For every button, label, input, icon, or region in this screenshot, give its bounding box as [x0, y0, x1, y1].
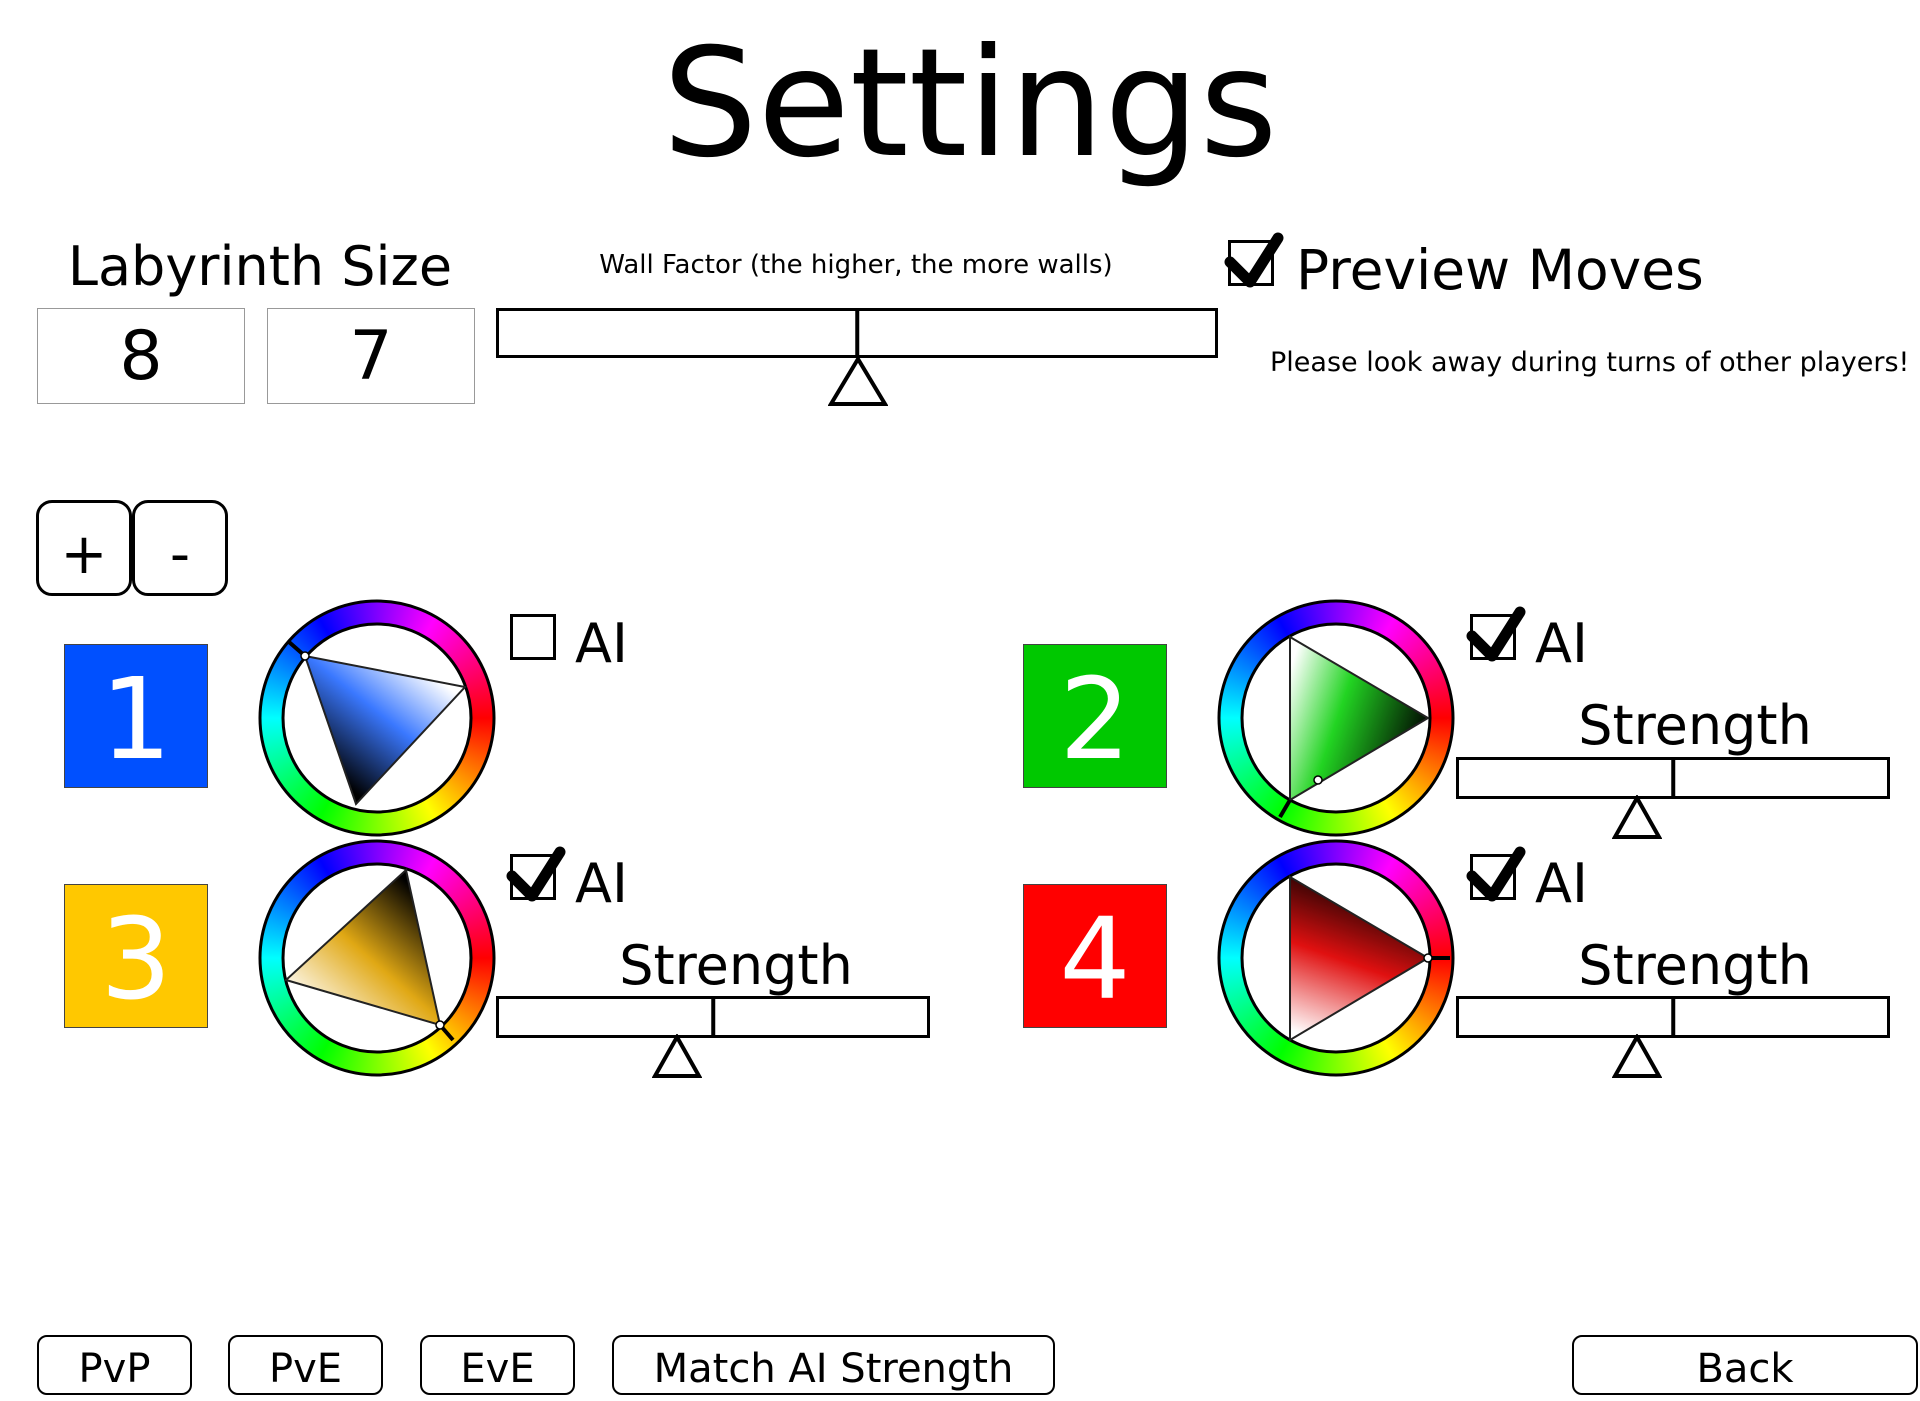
labyrinth-width-field[interactable]: 8 [37, 308, 245, 404]
preview-moves-note: Please look away during turns of other p… [1270, 347, 1910, 378]
labyrinth-height-field[interactable]: 7 [267, 308, 475, 404]
player-4-ai-checkbox[interactable] [1470, 854, 1516, 900]
player-4-color-wheel[interactable] [1217, 839, 1455, 1077]
wall-factor-label: Wall Factor (the higher, the more walls) [599, 250, 1113, 280]
preview-moves-label: Preview Moves [1296, 238, 1704, 302]
player-3-strength-label: Strength [619, 934, 853, 997]
page-title: Settings [662, 17, 1278, 191]
add-player-button[interactable]: + [36, 500, 132, 596]
player-3-color-box: 3 [64, 884, 208, 1028]
slider-marker [855, 311, 859, 355]
player-1-ai-label: AI [575, 612, 628, 675]
player-2-ai-label: AI [1535, 612, 1588, 675]
match-ai-strength-button[interactable]: Match AI Strength [612, 1335, 1055, 1395]
player-2-ai-checkbox[interactable] [1470, 614, 1516, 660]
player-4-color-box: 4 [1023, 884, 1167, 1028]
pvp-button[interactable]: PvP [37, 1335, 192, 1395]
player-2-color-wheel[interactable] [1217, 599, 1455, 837]
player-4-strength-label: Strength [1578, 934, 1812, 997]
player-3-ai-checkbox[interactable] [510, 854, 556, 900]
player-4-strength-slider[interactable] [1456, 996, 1890, 1038]
player-1-color-wheel[interactable] [258, 599, 496, 837]
player-3-strength-slider-handle[interactable] [652, 1034, 702, 1080]
wall-factor-slider[interactable] [496, 308, 1218, 358]
slider-marker [1671, 760, 1675, 796]
player-4-strength-slider-handle[interactable] [1612, 1034, 1662, 1080]
slider-marker [1671, 999, 1675, 1035]
player-2-strength-slider[interactable] [1456, 757, 1890, 799]
player-2-color-box: 2 [1023, 644, 1167, 788]
player-3-strength-slider[interactable] [496, 996, 930, 1038]
slider-marker [711, 999, 715, 1035]
pve-button[interactable]: PvE [228, 1335, 383, 1395]
eve-button[interactable]: EvE [420, 1335, 575, 1395]
labyrinth-size-label: Labyrinth Size [67, 235, 453, 298]
player-1-color-box: 1 [64, 644, 208, 788]
player-2-strength-label: Strength [1578, 694, 1812, 757]
player-4-ai-label: AI [1535, 852, 1588, 915]
player-2-strength-slider-handle[interactable] [1612, 795, 1662, 841]
wall-factor-slider-handle[interactable] [828, 356, 888, 408]
back-button[interactable]: Back [1572, 1335, 1918, 1395]
player-3-ai-label: AI [575, 852, 628, 915]
preview-moves-checkbox[interactable] [1228, 240, 1274, 286]
player-3-color-wheel[interactable] [258, 839, 496, 1077]
remove-player-button[interactable]: - [132, 500, 228, 596]
player-1-ai-checkbox[interactable] [510, 614, 556, 660]
